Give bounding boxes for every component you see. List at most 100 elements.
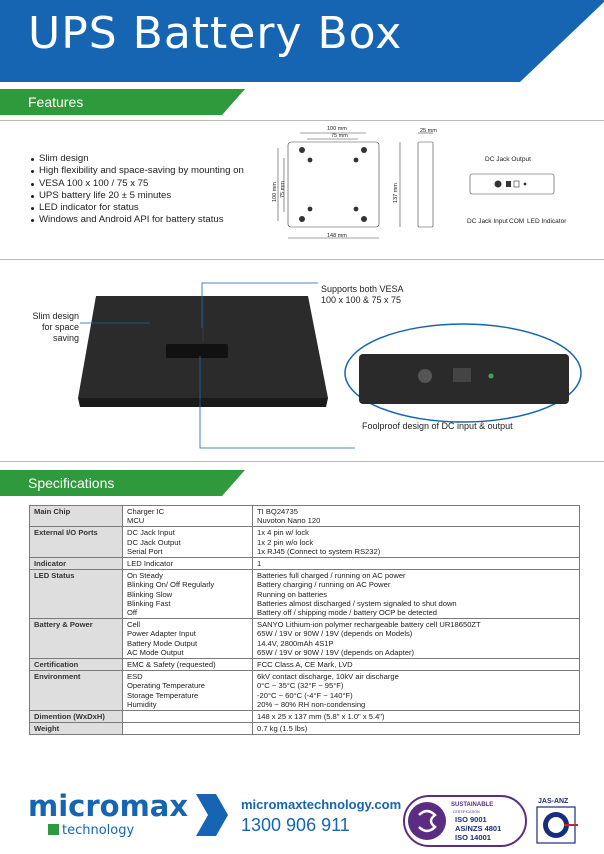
spec-value: 1x RJ45 (Connect to system RS232) xyxy=(257,546,381,556)
logo-text: micromax xyxy=(28,790,188,823)
spec-value: Running on batteries xyxy=(257,589,328,599)
spec-value: 0.7 kg (1.5 lbs) xyxy=(257,724,308,734)
spec-label: Charger IC xyxy=(127,507,165,516)
features-band-bg xyxy=(0,89,245,115)
spec-label: MCU xyxy=(127,516,145,526)
cert-item: ISO 9001 xyxy=(455,815,487,824)
spec-value: Battery off / shipping mode / battery OC… xyxy=(257,608,437,618)
spec-value: -20°C ~ 60°C (-4°F ~ 140°F) xyxy=(257,690,353,700)
spec-values: 6kV contact discharge, 10kV air discharg… xyxy=(252,670,580,712)
spec-row: Indicator LED Indicator 1 xyxy=(29,557,580,571)
spec-labels xyxy=(122,722,253,736)
product-photo xyxy=(78,296,328,407)
spec-value: 14.4V, 2800mAh 4S1P xyxy=(257,638,334,648)
specifications-band: Specifications xyxy=(0,470,245,496)
spec-label: On Steady xyxy=(127,571,163,581)
cert-subtitle: CERTIFICATION xyxy=(453,810,480,814)
spec-value: TI BQ24735 xyxy=(257,507,298,516)
logo-subtext: technology xyxy=(62,823,134,838)
spec-row: Dimention (WxDxH) 148 x 25 x 137 mm (5.8… xyxy=(29,710,580,724)
dim-bottom-width: 148 mm xyxy=(327,233,347,239)
features-band: Features xyxy=(0,89,245,115)
slim-line1: Slim design xyxy=(32,311,79,321)
spec-values: SANYO Lithium-ion polymer rechargeable b… xyxy=(252,618,580,660)
label-com: COM xyxy=(509,218,525,225)
dimension-drawing xyxy=(277,132,434,239)
spec-label xyxy=(127,712,248,721)
spec-label: LED Indicator xyxy=(127,559,174,569)
spec-name: Environment xyxy=(29,670,123,712)
spec-label: Serial Port xyxy=(127,546,163,556)
feature-item: UPS battery life 20 ± 5 minutes xyxy=(30,190,244,202)
spec-labels: EMC & Safety (requested) xyxy=(122,658,253,672)
spec-label: ESD xyxy=(127,672,143,682)
spec-label: Operating Temperature xyxy=(127,681,205,691)
spec-value: 1 xyxy=(257,559,262,569)
spec-name: Main Chip xyxy=(29,504,123,528)
dim-inner-width: 75 mm xyxy=(331,133,348,139)
spec-label: DC Jack Input xyxy=(127,528,175,538)
spec-name: LED Status xyxy=(29,569,123,620)
port-drawing xyxy=(469,173,555,195)
features-heading: Features xyxy=(28,94,84,110)
specifications-band-bg xyxy=(0,470,245,496)
spec-value: 0°C ~ 35°C (32°F ~ 95°F) xyxy=(257,681,344,691)
label-led: LED Indicator xyxy=(527,218,567,225)
dim-top-width: 100 mm xyxy=(327,126,347,132)
page-title: UPS Battery Box xyxy=(28,8,403,59)
micromax-logo: micromax technology xyxy=(28,790,228,838)
spec-value: Battery charging / running on AC Power xyxy=(257,580,391,590)
spec-labels xyxy=(122,710,253,724)
feature-item: High flexibility and space-saving by mou… xyxy=(30,165,244,177)
spec-values: 1 xyxy=(252,557,580,571)
spec-name: Battery & Power xyxy=(29,618,123,660)
specifications-heading: Specifications xyxy=(28,475,115,491)
spec-value: 1x 4 pin w/ lock xyxy=(257,528,309,538)
spec-value: FCC Class A, CE Mark, LVD xyxy=(257,660,353,670)
feature-item-cont: VESA 100 x 100 / 75 x 75 xyxy=(30,178,244,190)
header-bg xyxy=(0,0,604,82)
spec-value: 6kV contact discharge, 10kV air discharg… xyxy=(257,672,399,682)
divider xyxy=(0,259,604,260)
vesa-label-line1: Supports both VESA xyxy=(321,284,404,294)
spec-label: Cell xyxy=(127,620,141,630)
spec-values: 0.7 kg (1.5 lbs) xyxy=(252,722,580,736)
header-banner xyxy=(0,0,604,82)
spec-value: Nuvoton Nano 120 xyxy=(257,516,321,526)
spec-label: Storage Temperature xyxy=(127,690,199,700)
spec-label: Power Adapter Input xyxy=(127,629,196,639)
spec-label: Battery Mode Output xyxy=(127,638,198,648)
foolproof-label: Foolproof design of DC input & output xyxy=(362,421,513,431)
label-dc-output: DC Jack Output xyxy=(485,156,531,163)
spec-label xyxy=(127,724,248,733)
spec-value: 65W / 19V or 90W / 19V (depends on Adapt… xyxy=(257,647,415,657)
spec-label: Blinking Fast xyxy=(127,598,171,608)
website-link[interactable]: micromaxtechnology.com xyxy=(241,797,402,812)
spec-name: Dimention (WxDxH) xyxy=(29,710,123,724)
spec-name: External I/O Ports xyxy=(29,526,123,559)
spec-name: Indicator xyxy=(29,557,123,571)
feature-item: LED indicator for status xyxy=(30,202,244,214)
spec-label: Blinking On/ Off Regularly xyxy=(127,580,215,590)
slim-line2: for space xyxy=(41,322,79,332)
spec-values: Batteries full charged / running on AC p… xyxy=(252,569,580,620)
slim-line3: saving xyxy=(52,333,79,343)
cert-item: ISO 14001 xyxy=(455,833,491,842)
dim-depth: 25 mm xyxy=(420,128,437,134)
spec-value: 20% ~ 80% RH non-condensing xyxy=(257,699,366,709)
spec-value: SANYO Lithium-ion polymer rechargeable b… xyxy=(257,620,481,630)
spec-value: 1x 2 pin w/o lock xyxy=(257,537,314,547)
label-dc-input: DC Jack Input xyxy=(467,218,508,225)
cert-item: AS/NZS 4801 xyxy=(455,824,501,833)
spec-label: AC Mode Output xyxy=(127,647,184,657)
spec-labels: LED Indicator xyxy=(122,557,253,571)
